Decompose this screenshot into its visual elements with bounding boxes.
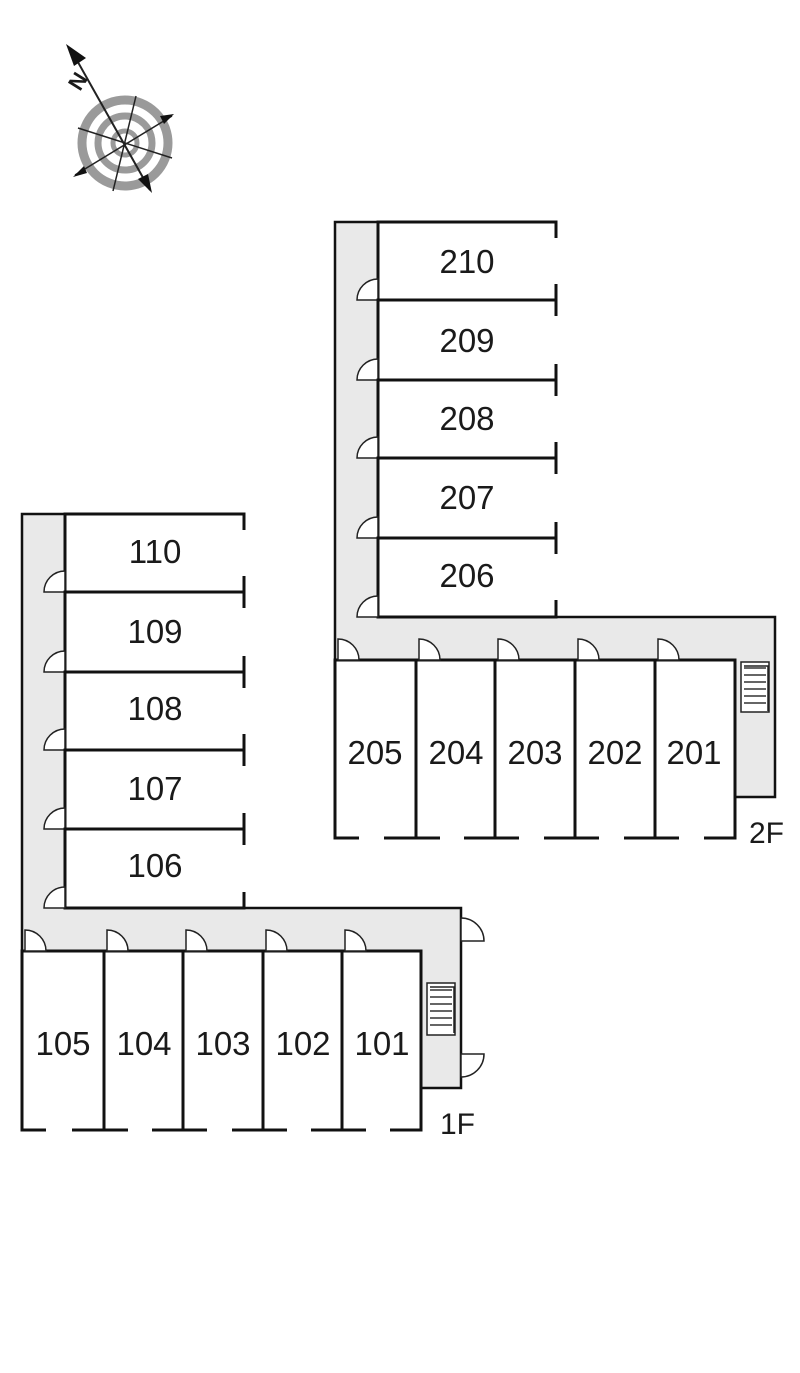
entrance-door-lower [460,1053,485,1078]
unit-label: 110 [129,533,182,570]
unit-label: 101 [354,1025,409,1062]
unit-103: 103 [181,929,265,1132]
unit-203: 203 [493,638,577,840]
unit-label: 204 [428,734,483,771]
unit-label: 104 [116,1025,171,1062]
unit-label: 103 [195,1025,250,1062]
floor-1-stairs [426,982,456,1036]
unit-201: 201 [653,638,737,840]
unit-108: 108 [43,670,246,752]
unit-label: 210 [439,243,494,280]
unit-label: 109 [127,613,182,650]
unit-label: 108 [127,690,182,727]
unit-label: 102 [275,1025,330,1062]
unit-label: 207 [439,479,494,516]
unit-207: 207 [356,456,558,540]
unit-label: 105 [35,1025,90,1062]
unit-label: 209 [439,322,494,359]
unit-104: 104 [102,929,185,1132]
entrance-door-upper [460,917,485,942]
unit-label: 201 [666,734,721,771]
unit-label: 208 [439,400,494,437]
unit-label: 202 [587,734,642,771]
compass-north-icon [66,44,174,193]
floor-2-stairs [740,661,770,713]
compass-north-label: N [63,68,93,95]
unit-label: 205 [347,734,402,771]
unit-208: 208 [356,378,558,460]
unit-209: 209 [356,298,558,382]
unit-106: 106 [43,827,246,910]
floor-label-2f: 2F [749,817,784,850]
unit-110: 110 [43,512,246,594]
unit-label: 206 [439,557,494,594]
unit-label: 203 [507,734,562,771]
unit-109: 109 [43,590,246,674]
unit-label: 107 [127,770,182,807]
unit-107: 107 [43,748,246,831]
unit-204: 204 [414,638,497,840]
unit-102: 102 [261,929,344,1132]
unit-210: 210 [356,220,558,302]
unit-202: 202 [573,638,657,840]
unit-105: 105 [20,929,106,1132]
floor-label-1f: 1F [440,1108,475,1141]
floor-1-plan: 110 109 108 107 106 [20,512,485,1141]
unit-205: 205 [333,638,418,840]
unit-101: 101 [340,929,423,1132]
unit-206: 206 [356,536,558,619]
unit-label: 106 [127,847,182,884]
compass: N [63,44,174,193]
floor-2-plan: 210 209 208 207 206 [333,220,784,850]
